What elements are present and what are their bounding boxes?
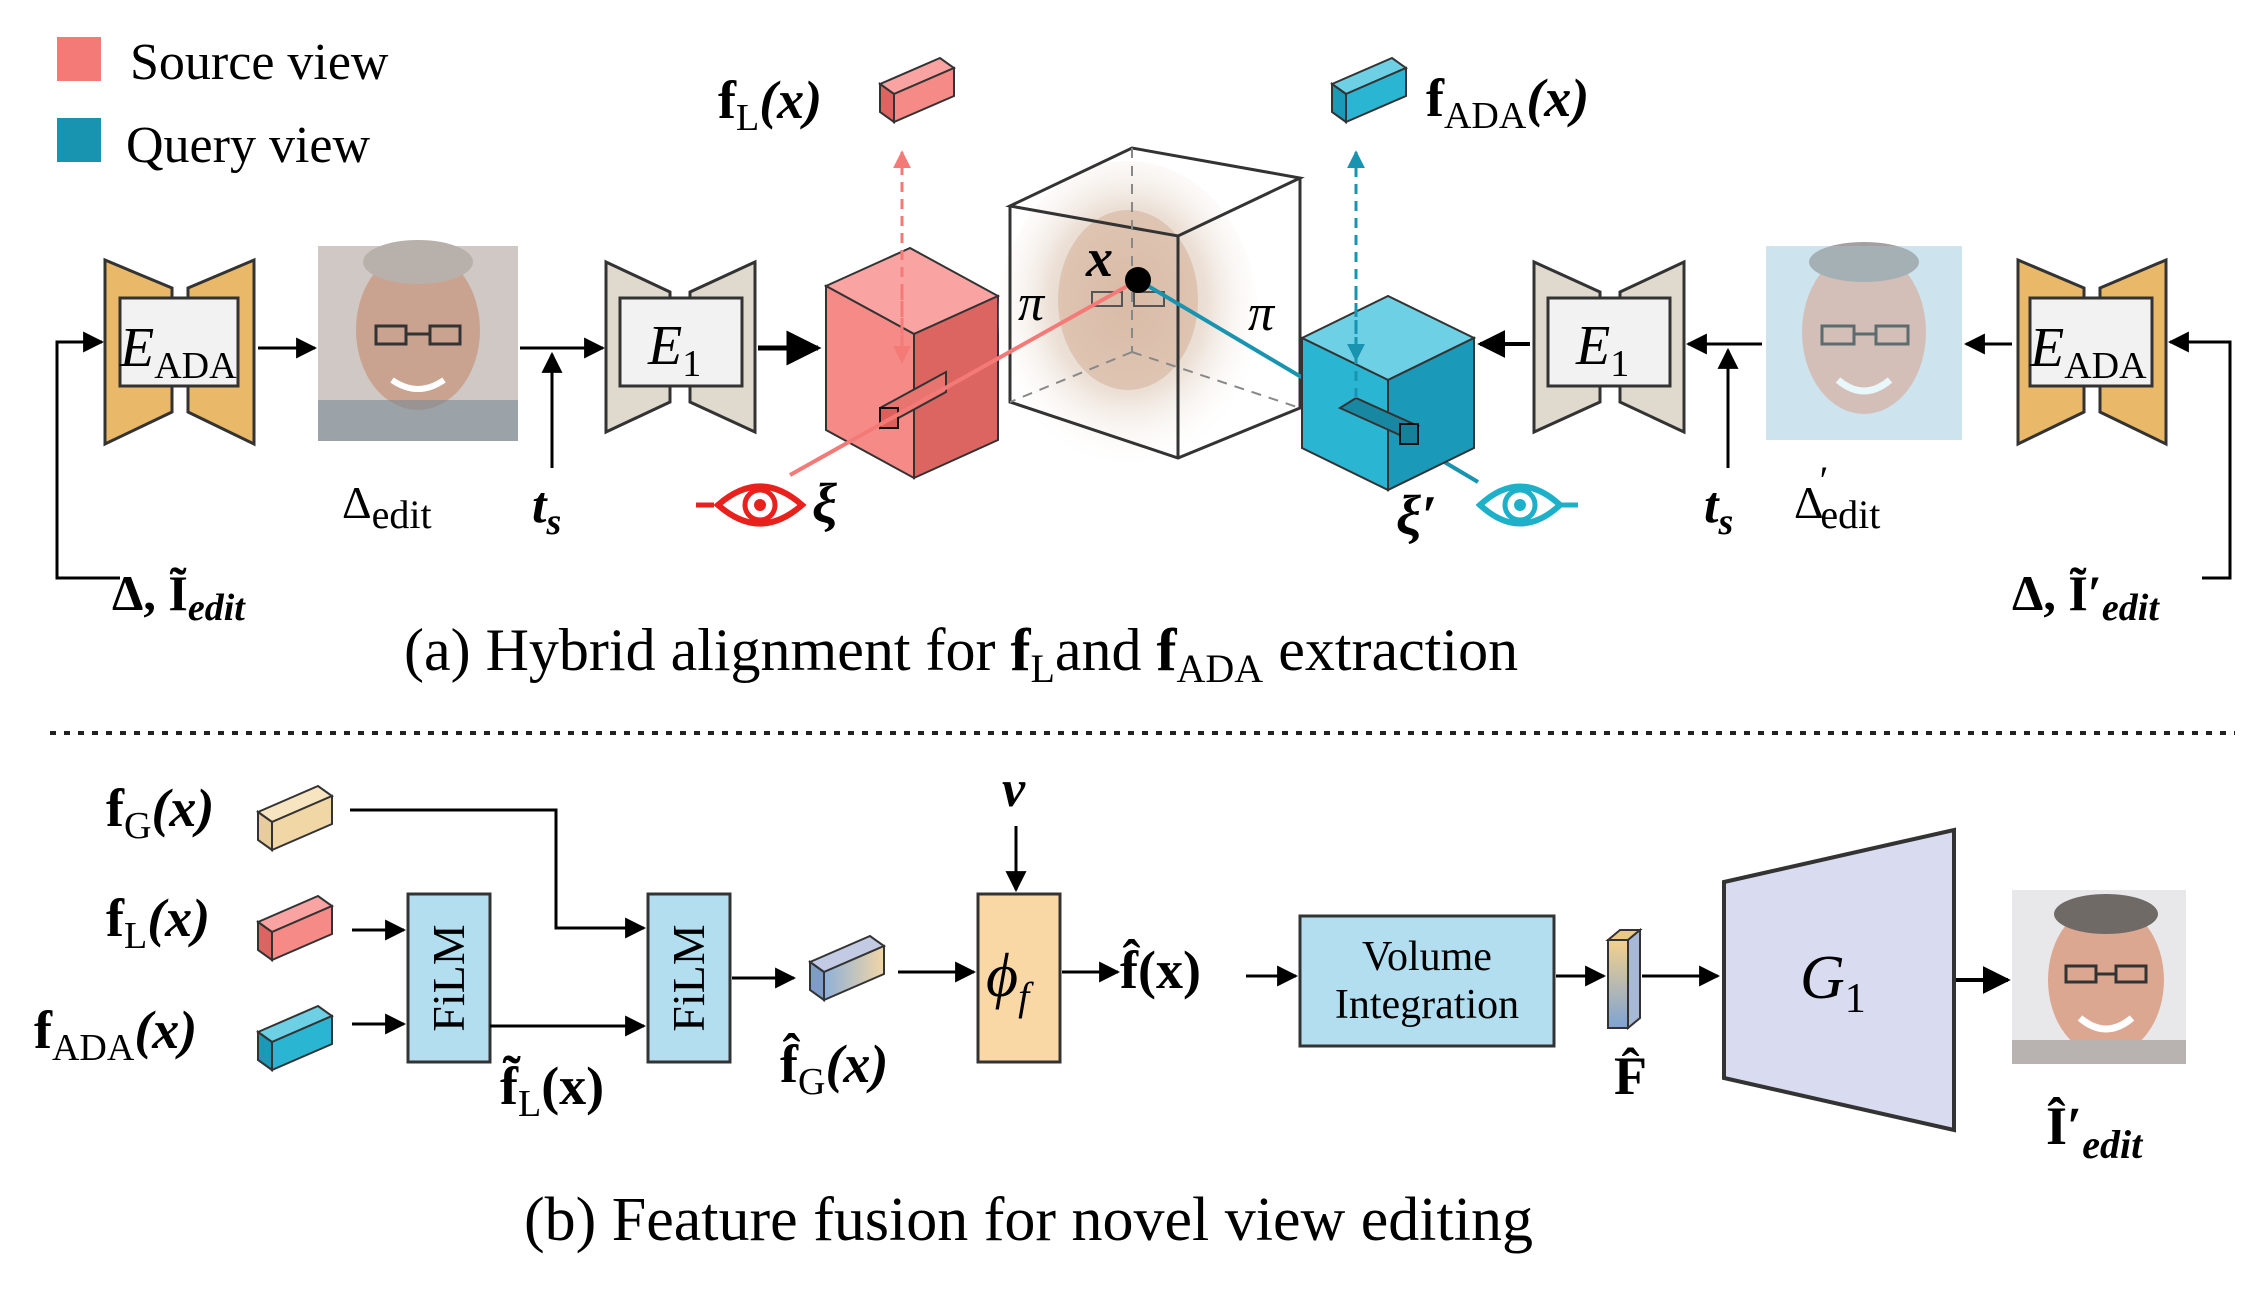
eye-icon-source (696, 483, 807, 527)
phi-f-label: ϕf (986, 942, 1034, 1019)
input-right-label: Δ, Ĩ′edit (2012, 565, 2160, 629)
fg-hat-label: f̂G(x) (780, 1032, 888, 1103)
xi-left-label: ξ (812, 473, 837, 535)
delta-edit-right-label: Δ′edit (1794, 458, 1880, 537)
v-label: v (1002, 761, 1026, 818)
encoder-1-left: E1 (604, 259, 757, 435)
phi-f-block: ϕf (976, 892, 1062, 1064)
fg-label: fG(x) (106, 778, 214, 847)
point-x (1125, 267, 1151, 293)
fada-label-b: fADA(x) (34, 1000, 197, 1069)
ts-left-label: ts (532, 477, 561, 543)
fl-label-top: fL(x) (718, 70, 822, 139)
legend-query-label: Query view (126, 117, 370, 174)
output-label: Î′edit (2046, 1096, 2144, 1167)
fl-feature-block-top (877, 56, 957, 124)
fada-feature-block-top (1329, 56, 1409, 124)
film-block-1: FiLM (406, 892, 492, 1064)
legend: Source view Query view (57, 34, 389, 174)
fl-tilde-label: f̃L(x) (500, 1055, 604, 1125)
F-hat-feature-slab (1605, 927, 1643, 1031)
encoder-ada-left: EADA (103, 257, 256, 447)
pi-left-label: π (1018, 275, 1046, 332)
source-feature-cube (823, 246, 1001, 480)
volume-line1: Volume (1362, 934, 1492, 980)
F-hat-label: F̂ (1614, 1046, 1647, 1106)
encoder-1-right: E1 (1532, 259, 1686, 435)
feedback-left (55, 331, 120, 580)
encoder-ada-right-label: EADA (2029, 317, 2147, 387)
g1-decoder: G1 (1722, 827, 1956, 1133)
f-hat-label: f̂(x) (1120, 938, 1201, 1000)
g1-label: G1 (1800, 944, 1866, 1022)
legend-query-swatch (57, 118, 101, 162)
volume-integration-block: Volume Integration (1298, 914, 1556, 1048)
legend-source-swatch (57, 37, 101, 81)
film-1-label: FiLM (423, 924, 474, 1031)
encoder-1-left-label: E1 (647, 315, 701, 385)
volume-line2: Integration (1335, 982, 1519, 1028)
fl-feature-block-b (255, 894, 335, 962)
encoder-1-right-label: E1 (1575, 315, 1629, 385)
delta-edit-left-label: Δedit (342, 477, 432, 537)
ts-right-label: ts (1704, 477, 1733, 543)
delta-edit-image-right (1766, 242, 1962, 440)
encoder-ada-right: EADA (2016, 257, 2168, 447)
fada-label-top: fADA(x) (1426, 68, 1589, 137)
feedback-right (2167, 331, 2232, 580)
query-feature-cube (1299, 294, 1477, 492)
caption-a: (a) Hybrid alignment for fLand fADA extr… (404, 617, 1518, 691)
fg-hat-feature-block (807, 934, 887, 1002)
fada-feature-block-b (255, 1004, 335, 1072)
delta-edit-image-left (318, 240, 518, 441)
source-ray (789, 278, 1139, 477)
output-face-image (2012, 890, 2186, 1064)
scene-cube (998, 146, 1305, 471)
input-left-label: Δ, Ĩedit (112, 565, 246, 629)
legend-source-label: Source view (130, 34, 389, 91)
film-block-2: FiLM (646, 892, 732, 1064)
caption-b: (b) Feature fusion for novel view editin… (524, 1186, 1533, 1254)
point-x-label: x (1085, 228, 1113, 288)
eye-icon-query (1475, 483, 1578, 527)
encoder-ada-left-label: EADA (119, 317, 237, 387)
fl-label-b: fL(x) (106, 888, 210, 957)
film-2-label: FiLM (663, 924, 714, 1031)
fg-feature-block (255, 784, 335, 852)
xi-right-label: ξ′ (1396, 485, 1437, 547)
pi-right-label: π (1248, 285, 1276, 342)
